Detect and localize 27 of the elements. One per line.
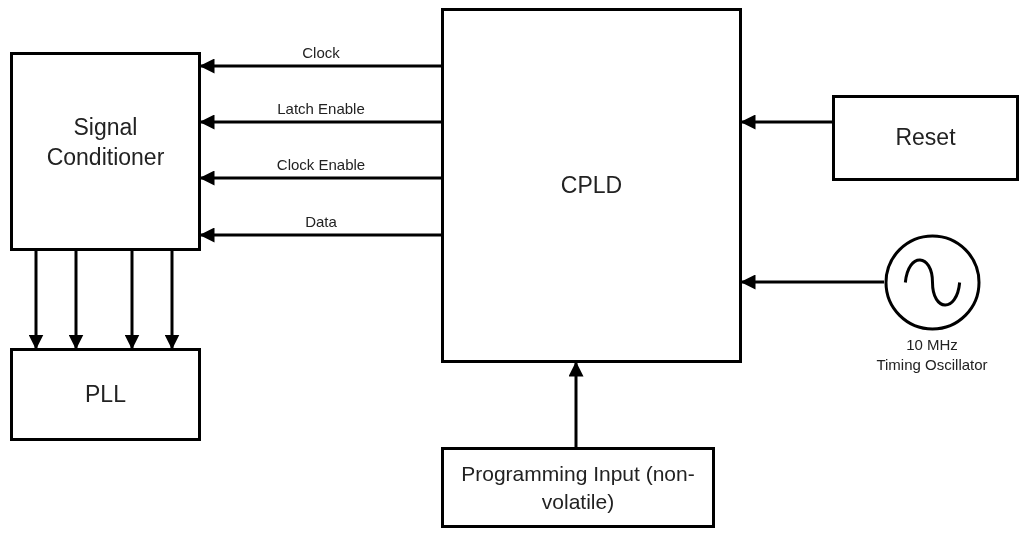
block-box [832, 95, 1019, 181]
block-box [10, 52, 201, 251]
signal-label: Clock Enable [274, 156, 368, 173]
block-box [441, 8, 742, 363]
arrow [199, 58, 441, 74]
arrow [199, 227, 441, 243]
arrow [124, 251, 140, 350]
arrow [568, 361, 584, 447]
arrow [740, 274, 884, 290]
component-caption: 10 MHz [906, 336, 958, 355]
arrow [68, 251, 84, 350]
arrow [164, 251, 180, 350]
oscillator-symbol [884, 234, 981, 331]
signal-label: Clock [300, 44, 342, 61]
arrow [28, 251, 44, 350]
arrow [199, 114, 441, 130]
signal-label: Latch Enable [275, 100, 367, 117]
block-label: Reset [895, 123, 956, 153]
block-label: Signal Conditioner [45, 113, 166, 172]
block-box [441, 447, 715, 528]
block-label: PLL [85, 379, 126, 409]
block-label: CPLD [560, 170, 623, 200]
block-label: Programming Input (non-volatile) [460, 461, 696, 515]
component-caption: Timing Oscillator [876, 356, 988, 375]
block-box [10, 348, 201, 441]
arrow [740, 114, 832, 130]
arrow [199, 170, 441, 186]
